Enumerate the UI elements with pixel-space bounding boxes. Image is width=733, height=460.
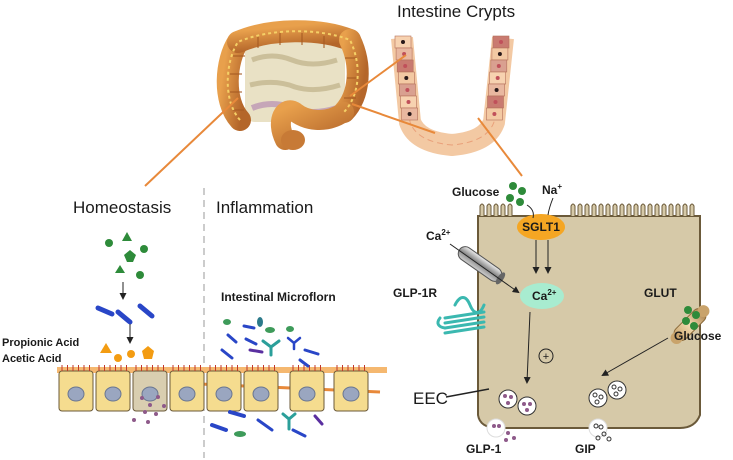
eec-microvillus — [570, 203, 576, 216]
cell-nucleus — [252, 386, 270, 402]
eec-microvillus — [479, 203, 485, 216]
crypt-cell-nucleus — [493, 100, 498, 104]
eec-microvillus — [640, 203, 646, 216]
glucose-top-dots — [506, 182, 526, 206]
crypt-cell-nucleus — [499, 40, 503, 44]
cell-nucleus — [104, 386, 122, 402]
intestine-crypts-label: Intestine Crypts — [397, 2, 515, 21]
eec-microvillus — [661, 203, 667, 216]
microvilli — [479, 203, 695, 216]
glp1-label: GLP-1 — [466, 442, 502, 456]
crypt-cell-nucleus — [497, 52, 502, 56]
eec-microvillus — [507, 203, 513, 216]
crypt-cell-nucleus — [492, 112, 497, 116]
eec-microvillus — [675, 203, 681, 216]
eec-microvillus — [682, 203, 688, 216]
epithelial-cells — [58, 365, 369, 412]
eec-microvillus — [577, 203, 583, 216]
crypt-cell-nucleus — [407, 112, 412, 116]
epithelium-band — [57, 367, 387, 373]
eec-microvillus — [598, 203, 604, 216]
crypt-illustration — [391, 36, 514, 157]
gip-label: GIP — [575, 442, 596, 456]
eec-microvillus — [626, 203, 632, 216]
glucose-right-label: Glucose — [674, 329, 722, 343]
acetic-acid-label: Acetic Acid — [2, 353, 62, 365]
eec-microvillus — [605, 203, 611, 216]
inflammation-label: Inflammation — [216, 198, 313, 217]
crypt-cell-nucleus — [403, 64, 408, 68]
plus-sign: + — [543, 351, 549, 363]
crypt-cell-nucleus — [404, 76, 409, 80]
eec-microvillus — [633, 203, 639, 216]
intestinal-microflorn-label: Intestinal Microflorn — [221, 290, 336, 304]
propionic-acid-label: Propionic Acid — [2, 337, 79, 349]
crypt-cell-nucleus — [401, 40, 405, 44]
eec-microvillus — [612, 203, 618, 216]
scfa-molecules — [100, 343, 154, 362]
gip-secretion — [588, 418, 612, 442]
eec-microvillus — [654, 203, 660, 216]
cell-nucleus — [342, 386, 360, 402]
na-label: Na+ — [542, 182, 562, 197]
ca-center-label: Ca2+ — [532, 288, 557, 303]
glut-arrow — [601, 337, 669, 376]
glut-label: GLUT — [644, 286, 677, 300]
sglt1-transporter — [517, 214, 565, 240]
glp1r-receptor — [436, 296, 486, 335]
cell-nucleus — [215, 386, 233, 402]
crypt-cells — [394, 35, 510, 121]
eec-microvillus — [647, 203, 653, 216]
green-metabolites — [105, 232, 148, 279]
inflammation-bacteria — [210, 317, 324, 438]
intracellular-calcium — [520, 283, 564, 309]
homeostasis-vesicles — [132, 395, 166, 424]
colon-illustration — [216, 20, 369, 150]
eec-label: EEC — [413, 389, 448, 408]
homeostasis-label: Homeostasis — [73, 198, 171, 217]
glucose-right-dots — [682, 306, 700, 330]
connector-lines — [144, 54, 523, 187]
cell-nucleus — [178, 386, 196, 402]
cell-nucleus — [67, 386, 85, 402]
eec-microvillus — [591, 203, 597, 216]
eec-microvillus — [500, 203, 506, 216]
eec-microvillus — [486, 203, 492, 216]
eec-microvillus — [584, 203, 590, 216]
crypt-cell-nucleus — [496, 64, 501, 68]
crypt-cell-nucleus — [405, 88, 410, 92]
cell-nucleus — [298, 386, 316, 402]
glp1r-label: GLP-1R — [393, 286, 437, 300]
sglt1-label: SGLT1 — [522, 220, 560, 234]
eec-microvillus — [619, 203, 625, 216]
stimulation-plus-icon — [538, 348, 554, 364]
cell-nucleus — [141, 386, 159, 402]
crypt-cell-nucleus — [495, 76, 500, 80]
ca-to-vesicle-arrow — [523, 311, 531, 384]
eec-microvillus — [689, 203, 695, 216]
crypt-cell-nucleus — [494, 88, 499, 92]
ca-left-label: Ca2+ — [426, 228, 451, 243]
glp1-secretion — [486, 418, 516, 442]
ca-influx-arrow — [449, 243, 520, 294]
eec-microvillus — [493, 203, 499, 216]
crypt-cell-nucleus — [406, 100, 411, 104]
bacteria-homeostasis — [95, 303, 155, 325]
glucose-top-label: Glucose — [452, 185, 500, 199]
eec-pointer-line — [445, 388, 490, 398]
eec-vesicles — [498, 380, 627, 416]
eec-microvillus — [668, 203, 674, 216]
